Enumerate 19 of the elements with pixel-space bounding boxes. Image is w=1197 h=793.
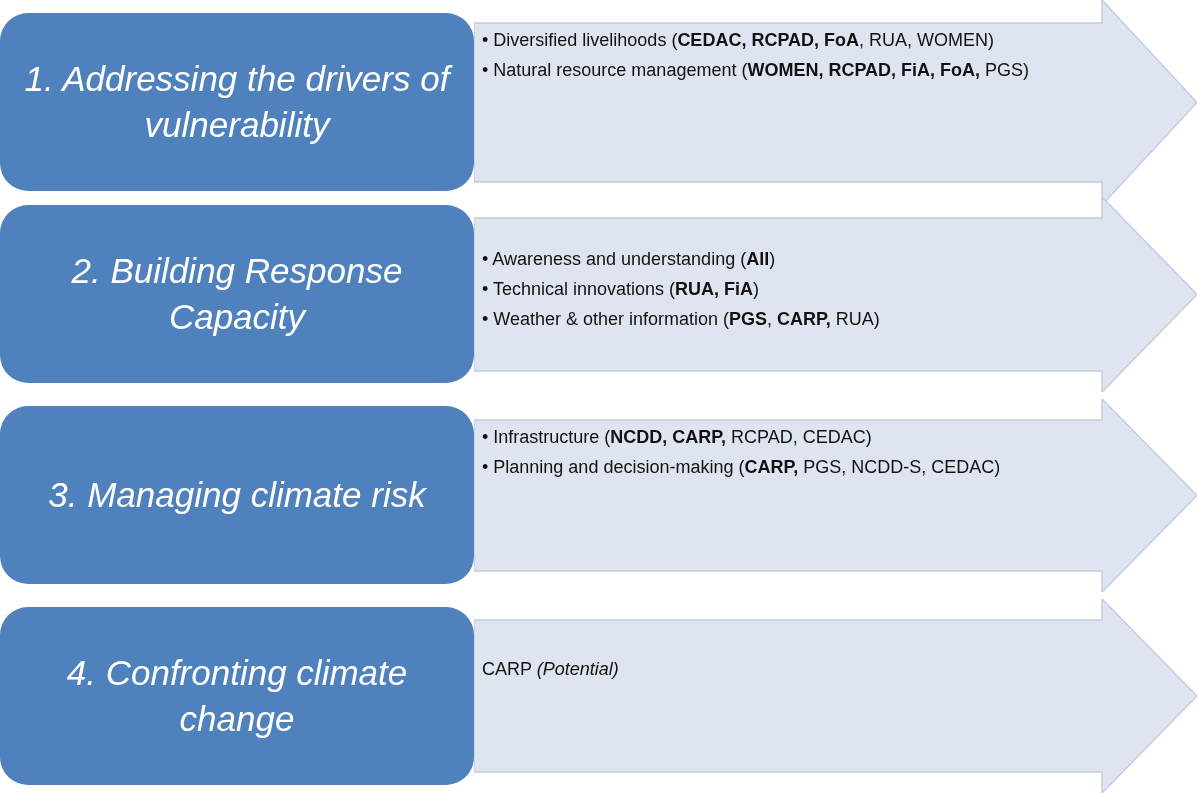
- category-title: 4. Confronting climate change: [65, 652, 409, 740]
- bullet-item: • Weather & other information (PGS, CARP, RUA): [482, 308, 881, 331]
- arrow-shape: [474, 197, 1197, 392]
- bullet-item: • Natural resource management (WOMEN, RCPAD, FiA, FoA, PGS): [482, 59, 1031, 82]
- arrow-shape: [474, 399, 1197, 592]
- category-title: 1. Addressing the drivers of vulnerability: [0, 56, 474, 148]
- bullet-item: • Diversified livelihoods (CEDAC, RCPAD, FoA, RUA, WOMEN): [482, 29, 996, 52]
- bullet-item: • Awareness and understanding (All): [482, 248, 777, 271]
- category-box: [0, 13, 474, 191]
- category-title: 2. Building Response Capacity: [70, 250, 404, 338]
- arrow-shape: [474, 599, 1197, 793]
- category-title: 3. Managing climate risk: [47, 474, 428, 516]
- bullet-item: • Infrastructure (NCDD, CARP, RCPAD, CEDAC): [482, 426, 873, 449]
- note-text: CARP (Potential): [482, 658, 620, 681]
- category-box: [0, 205, 474, 383]
- bullet-item: • Planning and decision-making (CARP, PGS, NCDD-S, CEDAC): [482, 456, 1002, 479]
- category-box: [0, 607, 474, 785]
- bullet-item: • Technical innovations (RUA, FiA): [482, 278, 761, 301]
- category-box: [0, 406, 474, 584]
